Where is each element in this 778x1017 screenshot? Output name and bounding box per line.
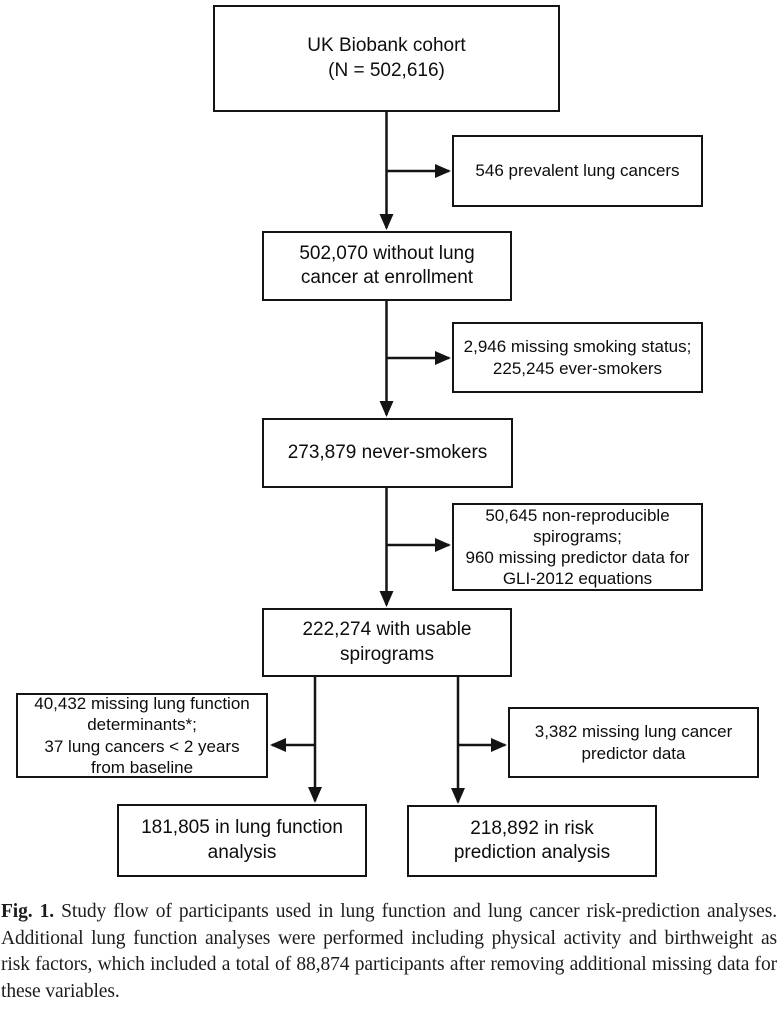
node-never-smokers-label: 273,879 never-smokers (287, 441, 488, 463)
node-prevalent-lung-cancers: 546 prevalent lung cancers (452, 135, 703, 207)
flowchart: UK Biobank cohort (N = 502,616) 546 prev… (16, 5, 759, 877)
figure-caption-number: Fig. 1. (1, 901, 55, 922)
node-usable-spirograms-label: 222,274 with usable spirograms (302, 619, 472, 665)
node-without-lung-cancer-label: 502,070 without lung cancer at enrollmen… (299, 242, 475, 288)
node-nonreproducible-spirograms: 50,645 non-reproducible spirograms; 960 … (452, 503, 703, 591)
node-missing-lung-cancer-predictor: 3,382 missing lung cancer predictor data (508, 707, 759, 778)
node-uk-biobank-cohort-label: UK Biobank cohort (N = 502,616) (307, 35, 466, 81)
node-missing-lung-cancer-predictor-label: 3,382 missing lung cancer predictor data (534, 722, 733, 763)
figure-caption: Fig. 1. Study flow of participants used … (1, 899, 777, 1005)
node-missing-lung-function-determinants: 40,432 missing lung function determinant… (16, 693, 268, 778)
node-prevalent-lung-cancers-label: 546 prevalent lung cancers (475, 161, 680, 181)
node-never-smokers: 273,879 never-smokers (262, 418, 513, 488)
node-uk-biobank-cohort: UK Biobank cohort (N = 502,616) (213, 5, 560, 112)
node-lung-function-analysis-label: 181,805 in lung function analysis (141, 817, 343, 863)
node-lung-function-analysis: 181,805 in lung function analysis (117, 804, 367, 877)
node-risk-prediction-analysis-label: 218,892 in risk prediction analysis (453, 817, 611, 863)
node-usable-spirograms: 222,274 with usable spirograms (262, 608, 512, 677)
figure-caption-text: Study flow of participants used in lung … (1, 901, 777, 1002)
node-missing-smoking-status-label: 2,946 missing smoking status; 225,245 ev… (463, 337, 692, 378)
node-nonreproducible-spirograms-label: 50,645 non-reproducible spirograms; 960 … (465, 505, 690, 589)
node-missing-smoking-status: 2,946 missing smoking status; 225,245 ev… (452, 322, 703, 393)
node-risk-prediction-analysis: 218,892 in risk prediction analysis (407, 805, 657, 877)
node-missing-lung-function-determinants-label: 40,432 missing lung function determinant… (34, 694, 250, 777)
node-without-lung-cancer: 502,070 without lung cancer at enrollmen… (262, 231, 512, 301)
